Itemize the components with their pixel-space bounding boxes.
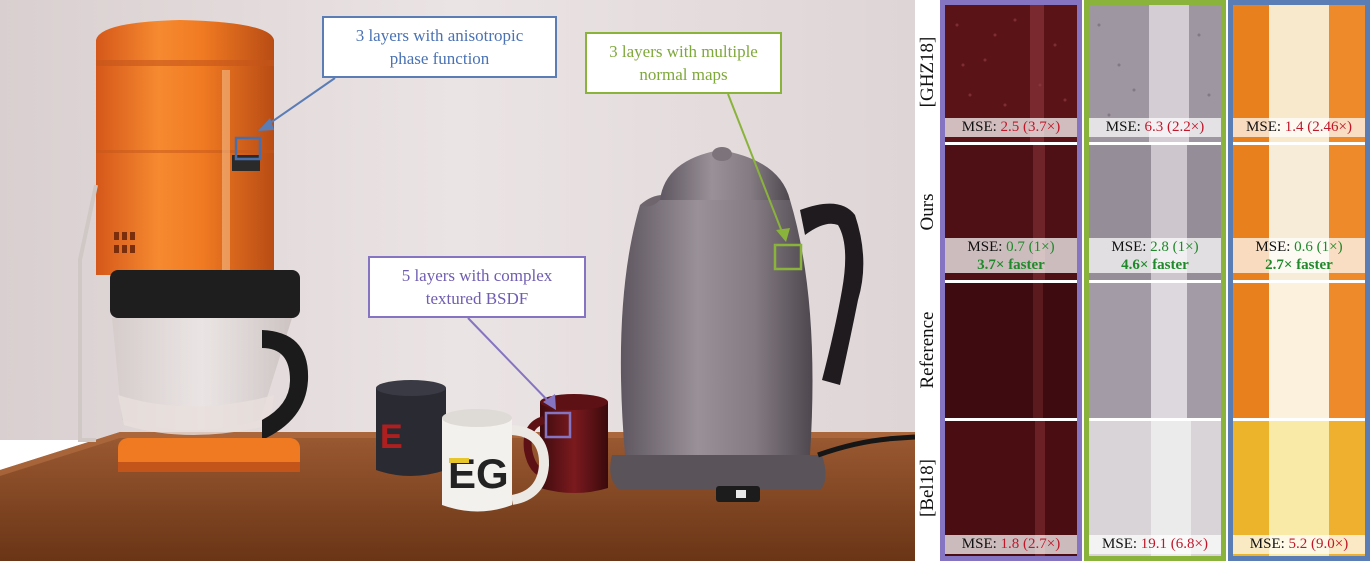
callout-line: 3 layers with anisotropic (355, 26, 524, 45)
mse-bel18: MSE: 1.8 (2.7×) (945, 535, 1077, 554)
callout-line: normal maps (639, 65, 728, 84)
mse-value: 0.7 (1006, 239, 1025, 255)
crop-bel18 (945, 421, 1077, 556)
callout-textured-bsdf: 5 layers with complex textured BSDF (368, 256, 586, 318)
blue-arrow (259, 77, 336, 131)
speedup-label: 3.7× faster (977, 257, 1045, 273)
mse-value: 19.1 (1140, 536, 1168, 552)
mse-value: 2.8 (1150, 239, 1169, 255)
mse-ratio: (2.7×) (1023, 536, 1061, 552)
mse-value: 1.4 (1284, 119, 1304, 135)
mse-ratio: (1×) (1172, 239, 1199, 255)
row-label-ghz18: [GHZ18] (917, 36, 938, 108)
comparison-column-green: MSE: 6.3 (2.2×) MSE: 2.8 (1×) 4.6× faste… (1084, 0, 1226, 561)
mse-ratio: (6.8×) (1170, 536, 1208, 552)
mse-value: 6.3 (1144, 119, 1164, 135)
mse-label: MSE: (967, 239, 1003, 255)
crop-reference (1233, 283, 1365, 418)
mse-label: MSE: (1102, 536, 1138, 552)
crop-bel18 (1233, 421, 1365, 556)
mse-value: 2.5 (1000, 119, 1020, 135)
callout-normal-maps: 3 layers with multiple normal maps (585, 32, 782, 94)
callout-line: textured BSDF (425, 289, 529, 308)
dark-speckled-mug: E (376, 380, 446, 476)
callout-line: 3 layers with multiple (609, 42, 758, 61)
comparison-column-purple: MSE: 2.5 (3.7×) MSE: 0.7 (1×) 3.7× faste… (940, 0, 1082, 561)
crop-reference (945, 283, 1077, 418)
mse-ratio: (1×) (1316, 239, 1343, 255)
row-label-reference: Reference (917, 311, 938, 389)
mse-ours: MSE: 0.7 (1×) 3.7× faster (945, 238, 1077, 273)
mse-ratio: (3.7×) (1023, 119, 1061, 135)
mse-ours: MSE: 0.6 (1×) 2.7× faster (1233, 238, 1365, 273)
mse-ratio: (1×) (1028, 239, 1055, 255)
speedup-label: 4.6× faster (1121, 257, 1189, 273)
callout-line: phase function (389, 49, 490, 68)
crop-reference (1089, 283, 1221, 418)
mse-ghz18: MSE: 1.4 (2.46×) (1233, 118, 1365, 137)
speedup-label: 2.7× faster (1265, 257, 1333, 273)
mse-ratio: (9.0×) (1311, 536, 1349, 552)
kettle (610, 147, 915, 502)
green-sample-box (773, 243, 803, 271)
callout-anisotropic: 3 layers with anisotropic phase function (322, 16, 557, 78)
mse-ratio: (2.2×) (1167, 119, 1205, 135)
mse-ghz18: MSE: 2.5 (3.7×) (945, 118, 1077, 137)
svg-text:E: E (380, 418, 403, 456)
purple-arrow (467, 317, 554, 407)
mse-label: MSE: (1255, 239, 1291, 255)
green-arrow (727, 93, 785, 238)
mse-label: MSE: (961, 119, 997, 135)
mse-bel18: MSE: 19.1 (6.8×) (1089, 535, 1221, 554)
mse-bel18: MSE: 5.2 (9.0×) (1233, 535, 1365, 554)
mse-value: 1.8 (1000, 536, 1020, 552)
crop-bel18 (1089, 421, 1221, 556)
mse-label: MSE: (961, 536, 997, 552)
mse-label: MSE: (1111, 239, 1147, 255)
blue-sample-box (234, 136, 262, 161)
mse-ghz18: MSE: 6.3 (2.2×) (1089, 118, 1221, 137)
mug-logo: EG (448, 450, 509, 497)
mse-value: 5.2 (1288, 536, 1308, 552)
mse-ratio: (2.46×) (1307, 119, 1352, 135)
mse-ours: MSE: 2.8 (1×) 4.6× faster (1089, 238, 1221, 273)
row-label-bel18: [Bel18] (917, 458, 938, 518)
purple-sample-box (544, 411, 572, 439)
callout-line: 5 layers with complex (401, 266, 553, 285)
row-label-ours: Ours (917, 193, 938, 231)
comparison-column-blue: MSE: 1.4 (2.46×) MSE: 0.6 (1×) 2.7× fast… (1228, 0, 1370, 561)
mse-label: MSE: (1105, 119, 1141, 135)
mse-value: 0.6 (1294, 239, 1313, 255)
mse-label: MSE: (1246, 119, 1282, 135)
coffee-maker (78, 20, 309, 472)
mse-label: MSE: (1249, 536, 1285, 552)
white-eg-mug: EG (442, 409, 549, 512)
